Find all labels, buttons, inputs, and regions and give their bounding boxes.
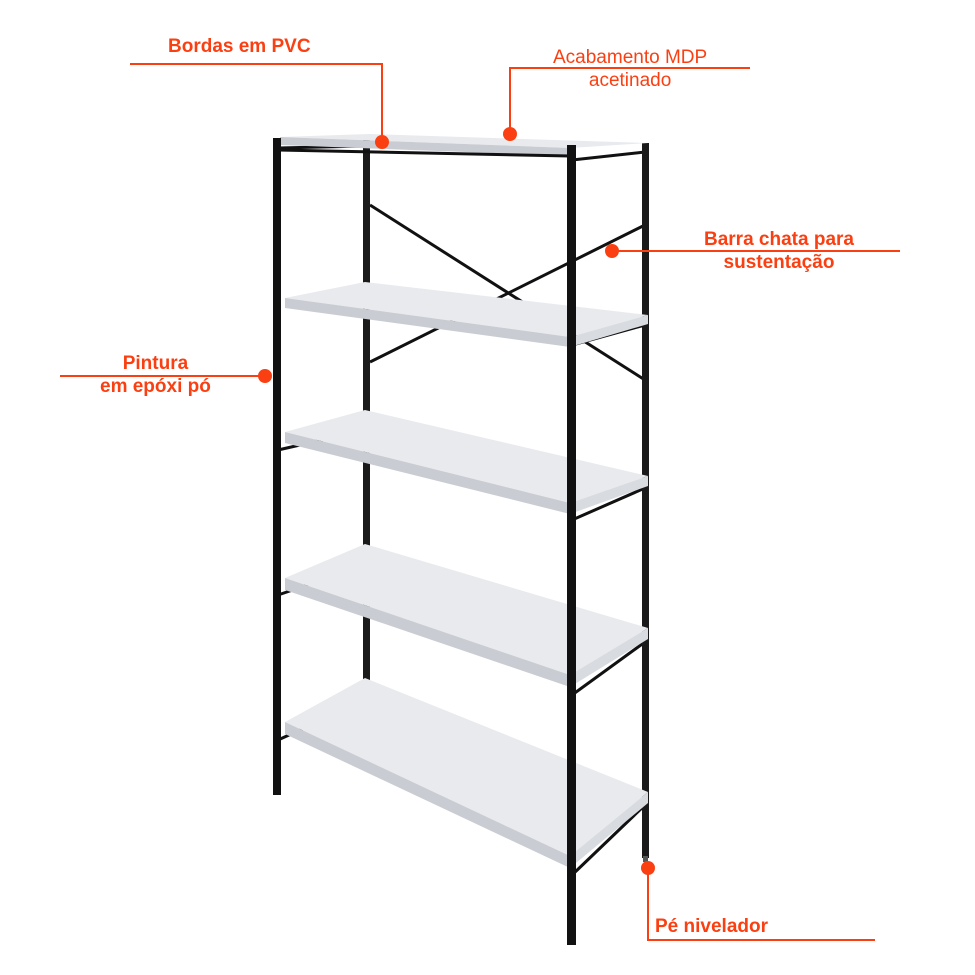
callout-acabamento-mdp: Acabamento MDP acetinado <box>553 46 707 92</box>
callout-text: Acabamento MDP <box>553 47 708 68</box>
dot-pe <box>641 861 655 875</box>
callout-pe-nivelador: Pé nivelador <box>655 915 768 938</box>
dot-bordas <box>375 135 389 149</box>
callout-text: Pintura <box>122 353 189 374</box>
callout-text: sustentação <box>723 252 835 273</box>
dot-acabamento <box>503 127 517 141</box>
dot-pintura <box>258 369 272 383</box>
callout-text: Bordas em PVC <box>168 36 311 57</box>
callout-text: em epóxi pó <box>100 376 211 397</box>
callout-dots <box>258 127 655 875</box>
callout-barra-chata: Barra chata para sustentação <box>704 228 854 274</box>
callout-bordas-pvc: Bordas em PVC <box>168 35 311 58</box>
front-left-post <box>273 138 281 795</box>
callout-text: Pé nivelador <box>655 916 768 937</box>
shelf-2 <box>285 282 648 347</box>
shelf-1 <box>280 134 648 156</box>
callout-text: Barra chata para <box>704 229 854 250</box>
front-side-bars <box>277 148 571 158</box>
back-right-post <box>642 143 649 858</box>
callout-pintura-epoxi: Pintura em epóxi pó <box>100 352 211 398</box>
dot-barra <box>605 244 619 258</box>
leveling-foot <box>643 856 648 862</box>
shelf-5 <box>285 678 648 868</box>
front-right-post <box>567 145 576 945</box>
shelf-3 <box>285 410 648 514</box>
shelves <box>280 134 648 868</box>
callout-lines <box>60 63 900 941</box>
callout-text: acetinado <box>588 70 672 91</box>
shelf-4 <box>285 544 648 687</box>
